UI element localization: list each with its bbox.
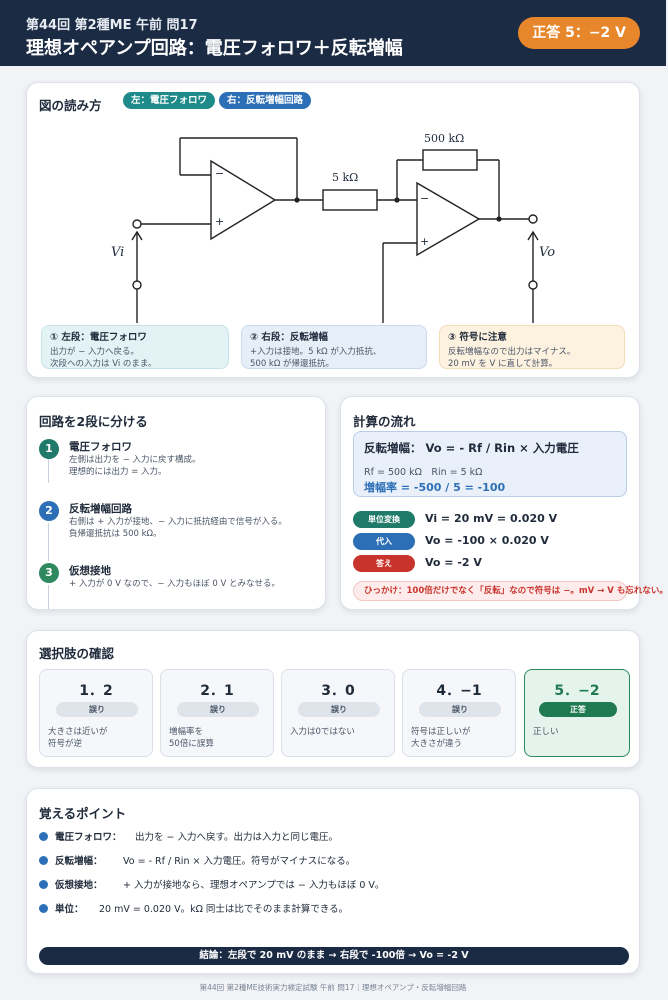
points-card-title: 覚えるポイント xyxy=(39,806,127,821)
point-units: 単位： 20 mV = 0.020 V。kΩ 同士は比でそのまま計算できる。 xyxy=(39,901,629,917)
steps-card: 回路を2段に分ける 1 電圧フォロワ 左側は出力を − 入力に戻す構成。 理想的… xyxy=(26,396,326,610)
calc-badge: 答え xyxy=(353,555,415,572)
diagram-card-title: 図の読み方 xyxy=(39,98,102,113)
diagram-card: 図の読み方 左：電圧フォロワ 右：反転増幅回路 xyxy=(26,82,640,378)
exam-subtitle: 第44回 第2種ME 午前 問17 xyxy=(26,18,198,33)
label-5k: 5 kΩ xyxy=(332,171,359,184)
calc-value: Vo = -2 V xyxy=(425,556,482,569)
step-title: 仮想接地 xyxy=(69,565,111,577)
label-vi: Vi xyxy=(111,245,125,260)
point-text: 20 mV = 0.020 V。kΩ 同士は比でそのまま計算できる。 xyxy=(99,904,349,915)
calc-badge: 単位変換 xyxy=(353,511,415,528)
option-2: 2．1 誤り 増幅率を 50倍に誤算 xyxy=(160,669,274,757)
page-footer: 第44回 第2種ME技術実力検定試験 午前 問17｜理想オペアンプ・反転増幅回路 xyxy=(199,983,467,992)
option-4: 4．−1 誤り 符号は正しいが 大きさが違う xyxy=(402,669,516,757)
point-key: 単位： xyxy=(55,904,84,915)
option-verdict-badge: 正答 xyxy=(539,702,617,717)
point-voltage-follower: 電圧フォロワ： 出力を − 入力へ戻す。出力は入力と同じ電圧。 xyxy=(39,829,629,845)
step-body: + 入力が 0 V なので、− 入力もほぼ 0 V とみなせる。 xyxy=(69,579,280,589)
option-label: 4．−1 xyxy=(436,683,482,699)
formula-params: Rf = 500 kΩ Rin = 5 kΩ xyxy=(364,467,483,478)
page-title: 理想オペアンプ回路：電圧フォロワ＋反転増幅 xyxy=(26,38,403,59)
option-label: 5．−2 xyxy=(554,683,600,699)
step-body: 右側は + 入力が接地、− 入力に抵抗経由で信号が入る。 負帰還抵抗は 500 … xyxy=(69,517,287,539)
calc-card-title: 計算の流れ xyxy=(353,414,416,429)
step-body: 左側は出力を − 入力に戻す構成。 理想的には出力 = 入力。 xyxy=(69,455,201,477)
note-body: 反転増幅なので出力はマイナス。 20 mV を V に直して計算。 xyxy=(448,347,576,369)
option-1: 1．2 誤り 大きさは近いが 符号が逆 xyxy=(39,669,153,757)
formula-gain: 増幅率 = -500 / 5 = -100 xyxy=(364,481,506,494)
answer-badge: 正答 5：−2 V xyxy=(518,17,640,49)
option-desc: 大きさは近いが 符号が逆 xyxy=(48,727,108,749)
option-label: 3．0 xyxy=(321,683,355,699)
option-desc: 正しい xyxy=(533,727,559,737)
circuit-diagram xyxy=(131,137,539,323)
calc-value: Vi = 20 mV = 0.020 V xyxy=(425,512,558,525)
tag-inverting-amp: 右：反転増幅回路 xyxy=(219,92,312,109)
point-key: 仮想接地： xyxy=(55,880,103,891)
option-label: 1．2 xyxy=(79,683,113,699)
step-title: 電圧フォロワ xyxy=(69,441,132,453)
point-text: 出力を − 入力へ戻す。出力は入力と同じ電圧。 xyxy=(135,832,339,843)
steps-connector xyxy=(48,585,49,609)
point-virtual-ground: 仮想接地： + 入力が接地なら、理想オペアンプでは − 入力もほぼ 0 V。 xyxy=(39,877,629,893)
calc-value: Vo = -100 × 0.020 V xyxy=(425,534,549,547)
point-key: 電圧フォロワ： xyxy=(55,832,122,843)
note-title: ① 左段：電圧フォロワ xyxy=(50,332,147,343)
option-verdict-badge: 誤り xyxy=(56,702,138,717)
note-voltage-follower: ① 左段：電圧フォロワ 出力が − 入力へ戻る。 次段への入力は Vi のまま。 xyxy=(41,325,229,369)
conclusion-banner: 結論：左段で 20 mV のまま → 右段で -100倍 → Vo = -2 V xyxy=(39,947,629,965)
option-5-correct: 5．−2 正答 正しい xyxy=(524,669,630,757)
trap-warning: ひっかけ：100倍だけでなく「反転」なので符号は −。mV → V も忘れない。 xyxy=(353,581,668,601)
note-sign-caution: ③ 符号に注意 反転増幅なので出力はマイナス。 20 mV を V に直して計算… xyxy=(439,325,625,369)
option-verdict-badge: 誤り xyxy=(419,702,501,717)
point-key: 反転増幅： xyxy=(55,856,103,867)
options-card: 選択肢の確認 1．2 誤り 大きさは近いが 符号が逆 2．1 誤り 増幅率を 5… xyxy=(26,630,640,768)
note-body: 出力が − 入力へ戻る。 次段への入力は Vi のまま。 xyxy=(50,347,157,369)
note-body: +入力は接地。5 kΩ が入力抵抗、 500 kΩ が帰還抵抗。 xyxy=(250,347,382,369)
op1-minus-label: − xyxy=(215,167,225,180)
bullet-icon xyxy=(39,904,48,913)
label-vo: Vo xyxy=(539,245,556,260)
formula-text: 反転増幅： Vo = - Rf / Rin × 入力電圧 xyxy=(364,441,579,455)
option-verdict-badge: 誤り xyxy=(177,702,259,717)
page-header: 第44回 第2種ME 午前 問17 理想オペアンプ回路：電圧フォロワ＋反転増幅 … xyxy=(0,0,666,66)
point-inverting-amp: 反転増幅： Vo = - Rf / Rin × 入力電圧。符号がマイナスになる。 xyxy=(39,853,629,869)
point-text: + 入力が接地なら、理想オペアンプでは − 入力もほぼ 0 V。 xyxy=(123,880,385,891)
op2-plus-label: + xyxy=(420,235,430,248)
option-desc: 入力は0ではない xyxy=(290,727,355,737)
calc-badge: 代入 xyxy=(353,533,415,550)
note-title: ② 右段：反転増幅 xyxy=(250,332,328,343)
points-card: 覚えるポイント 電圧フォロワ： 出力を − 入力へ戻す。出力は入力と同じ電圧。 … xyxy=(26,788,640,974)
option-desc: 符号は正しいが 大きさが違う xyxy=(411,727,471,749)
steps-connector xyxy=(48,523,49,561)
tag-voltage-follower: 左：電圧フォロワ xyxy=(123,92,216,109)
steps-card-title: 回路を2段に分ける xyxy=(39,414,148,429)
formula-box: 反転増幅： Vo = - Rf / Rin × 入力電圧 Rf = 500 kΩ… xyxy=(353,431,627,497)
bullet-icon xyxy=(39,880,48,889)
note-inverting-amp: ② 右段：反転増幅 +入力は接地。5 kΩ が入力抵抗、 500 kΩ が帰還抵… xyxy=(241,325,427,369)
options-card-title: 選択肢の確認 xyxy=(39,646,115,661)
label-500k: 500 kΩ xyxy=(424,132,465,145)
option-verdict-badge: 誤り xyxy=(298,702,380,717)
option-label: 2．1 xyxy=(200,683,234,699)
step-number: 2 xyxy=(39,501,59,521)
option-desc: 増幅率を 50倍に誤算 xyxy=(169,727,214,749)
option-3: 3．0 誤り 入力は0ではない xyxy=(281,669,395,757)
point-text: Vo = - Rf / Rin × 入力電圧。符号がマイナスになる。 xyxy=(123,856,356,867)
step-title: 反転増幅回路 xyxy=(69,503,132,515)
steps-connector xyxy=(48,459,49,483)
calc-card: 計算の流れ 反転増幅： Vo = - Rf / Rin × 入力電圧 Rf = … xyxy=(340,396,668,610)
step-number: 3 xyxy=(39,563,59,583)
bullet-icon xyxy=(39,832,48,841)
bullet-icon xyxy=(39,856,48,865)
op2-minus-label: − xyxy=(420,192,430,205)
note-title: ③ 符号に注意 xyxy=(448,332,507,343)
op1-plus-label: + xyxy=(215,215,225,228)
step-number: 1 xyxy=(39,439,59,459)
